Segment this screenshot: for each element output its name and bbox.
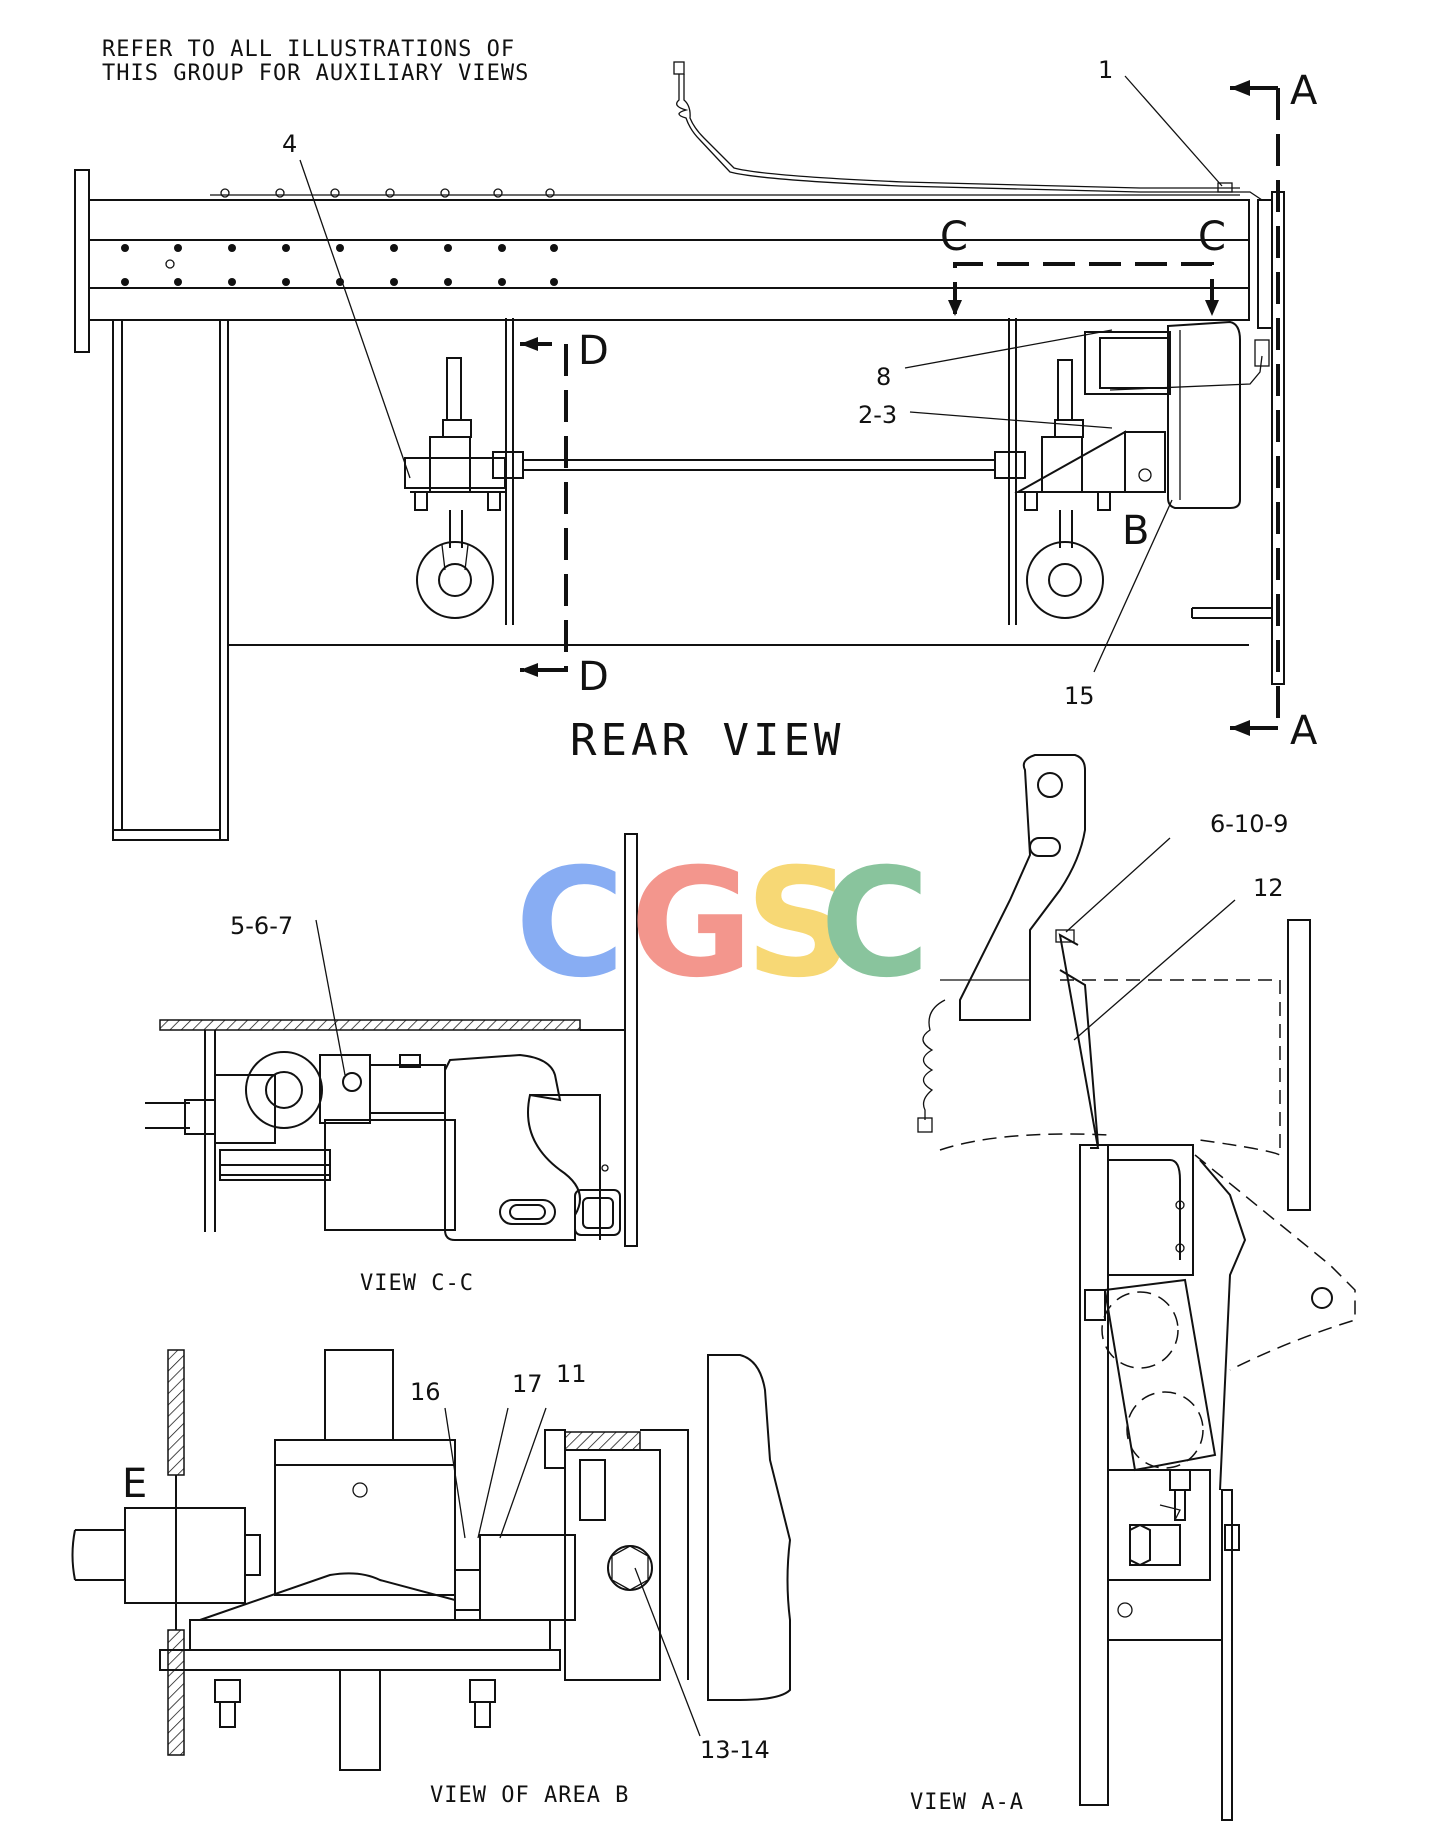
callout-1: 1 [1098, 56, 1113, 84]
callout-11: 11 [556, 1360, 587, 1388]
section-e-marker: E [122, 1461, 147, 1507]
section-d-bottom: D [578, 654, 609, 700]
section-c-left: C [940, 214, 968, 260]
callout-16: 16 [410, 1378, 441, 1406]
view-aa-leaders [1065, 837, 1236, 1041]
cgsc-watermark: C G S C [515, 837, 930, 1011]
section-a-bottom: A [1290, 708, 1318, 754]
callout-6-10-9: 6-10-9 [1210, 810, 1288, 838]
view-cc-drawing [145, 833, 638, 1247]
area-b-leaders [444, 1407, 701, 1737]
note-line-1: REFER TO ALL ILLUSTRATIONS OF [102, 37, 515, 62]
callout-4: 4 [282, 130, 297, 158]
view-area-b-title: VIEW OF AREA B [430, 1783, 629, 1808]
rear-view-title: REAR VIEW [570, 715, 844, 766]
view-aa-title: VIEW A-A [910, 1790, 1024, 1815]
watermark-letter-4: C [820, 837, 930, 1011]
watermark-letter-2: G [630, 837, 753, 1011]
section-a-top: A [1290, 68, 1318, 114]
callout-17: 17 [512, 1370, 543, 1398]
watermark-letter-3: S [745, 837, 853, 1011]
callout-15: 15 [1064, 682, 1095, 710]
area-b-marker: B [1122, 508, 1149, 554]
callout-12: 12 [1253, 874, 1284, 902]
callout-2-3: 2-3 [858, 401, 897, 429]
callout-13-14: 13-14 [700, 1736, 770, 1764]
view-aa-drawing [917, 754, 1356, 1821]
callout-8: 8 [876, 363, 891, 391]
callout-5-6-7: 5-6-7 [230, 912, 293, 940]
section-c-marker [948, 262, 1219, 316]
view-cc-title: VIEW C-C [360, 1271, 474, 1296]
watermark-letter-1: C [515, 837, 625, 1011]
section-a-marker [1230, 80, 1280, 736]
section-d-top: D [578, 328, 609, 374]
section-c-right: C [1198, 214, 1226, 260]
rear-view-drawing [74, 61, 1285, 841]
section-d-marker [520, 337, 568, 677]
note-line-2: THIS GROUP FOR AUXILIARY VIEWS [102, 61, 529, 86]
leader-5-6-7 [315, 919, 346, 1076]
rear-view-leaders [299, 75, 1223, 673]
view-area-b-drawing [71, 1349, 792, 1771]
